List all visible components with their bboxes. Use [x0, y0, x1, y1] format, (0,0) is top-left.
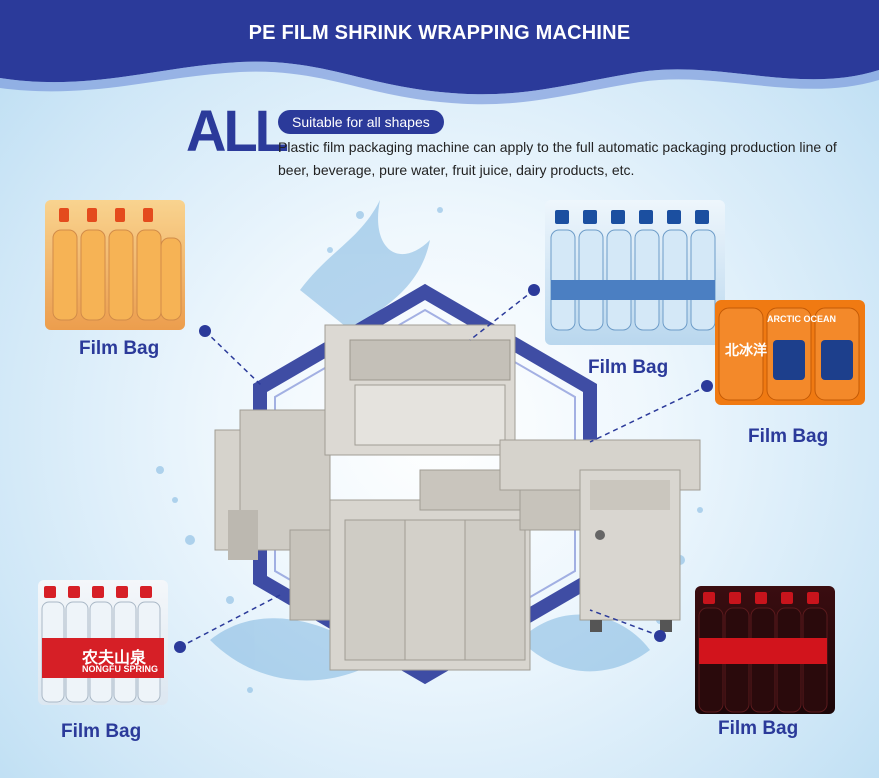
page-title: PE FILM SHRINK WRAPPING MACHINE — [248, 22, 631, 44]
connector-dot — [528, 284, 540, 296]
header-wave-banner — [0, 0, 879, 105]
machine-scene — [156, 200, 708, 693]
orange-juice-bottle-pack-image — [45, 200, 185, 330]
control-cabinet — [579, 469, 681, 632]
hexagon-frame — [253, 283, 597, 685]
film-bag-label: Film Bag — [79, 338, 160, 359]
description-text: Plastic film packaging machine can apply… — [278, 139, 837, 178]
spring-water-bottle-pack-image: 农夫山泉 NONGFU SPRING — [38, 580, 168, 705]
spring-sub-text: NONGFU SPRING — [82, 664, 159, 674]
film-bag-label: Film Bag — [61, 721, 142, 742]
connector-dot — [701, 380, 713, 392]
connector-dot — [654, 630, 666, 642]
connector-dot — [199, 325, 211, 337]
cola-bottle-pack-image — [695, 586, 835, 714]
all-heading: ALL — [186, 97, 289, 164]
can-brand-text: 北冰洋 — [725, 342, 767, 358]
soda-can-pack-image: 北冰洋 ARCTIC OCEAN — [715, 300, 865, 405]
can-sub-text: ARCTIC OCEAN — [767, 314, 836, 324]
film-bag-label: Film Bag — [588, 357, 669, 378]
film-bag-label: Film Bag — [718, 718, 799, 739]
film-bag-label: Film Bag — [748, 426, 829, 447]
connector-dot — [174, 641, 186, 653]
suitable-badge: Suitable for all shapes — [278, 110, 444, 134]
spring-brand-text: 农夫山泉 — [82, 650, 147, 667]
water-bottle-pack-image — [545, 200, 725, 345]
shrink-tunnel — [214, 409, 331, 621]
wrapping-unit — [324, 324, 531, 671]
